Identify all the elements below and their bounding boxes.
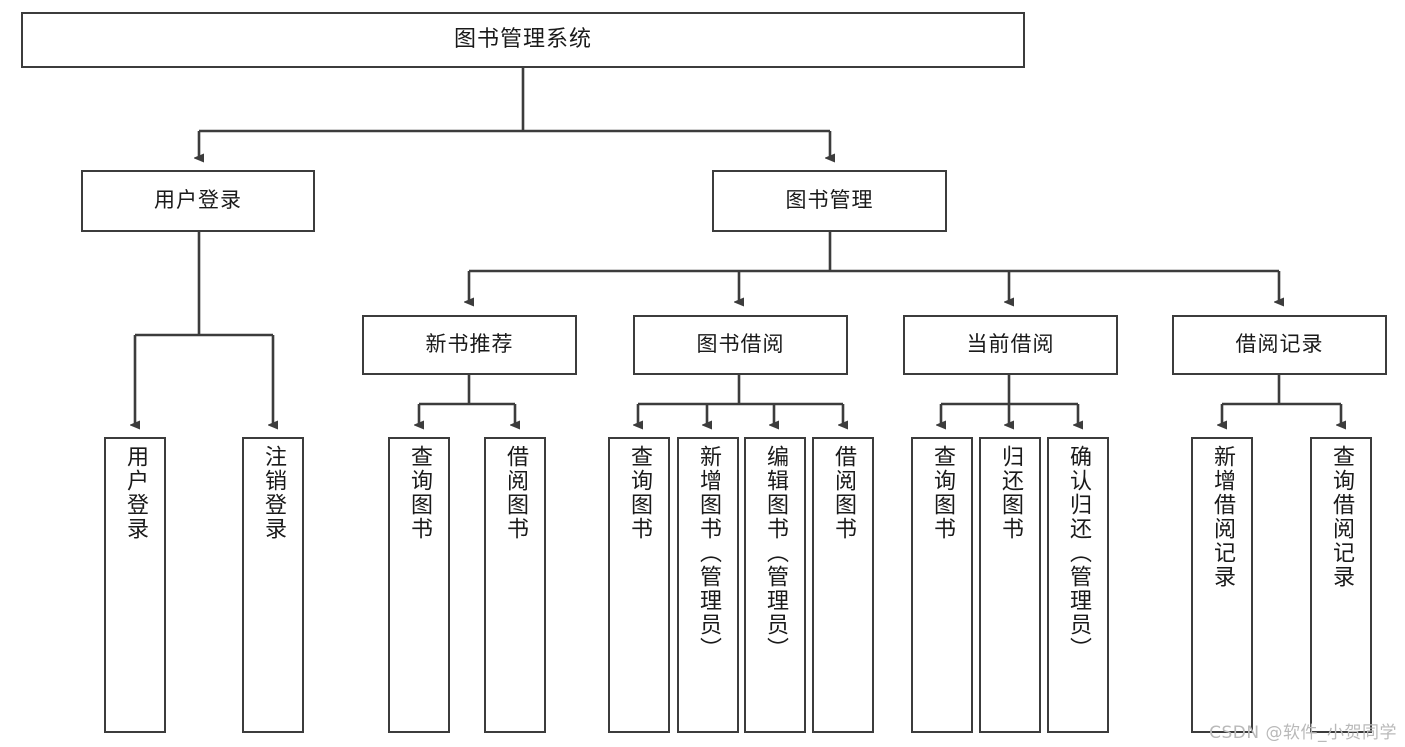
node-label: 新增图书（管理员） bbox=[695, 445, 721, 661]
node-label: 借阅图书 bbox=[830, 445, 856, 541]
node-label: 图书管理系统 bbox=[453, 26, 592, 52]
leaf-new-book-query-book[interactable]: 查询图书 bbox=[388, 437, 450, 733]
node-current-borrow[interactable]: 当前借阅 bbox=[903, 315, 1118, 375]
node-user-login[interactable]: 用户登录 bbox=[81, 170, 315, 232]
node-borrow-record[interactable]: 借阅记录 bbox=[1172, 315, 1387, 375]
node-label: 用户登录 bbox=[154, 188, 242, 213]
node-book-borrow[interactable]: 图书借阅 bbox=[633, 315, 848, 375]
node-label: 借阅图书 bbox=[502, 445, 528, 541]
leaf-book-borrow-query-book[interactable]: 查询图书 bbox=[608, 437, 670, 733]
leaf-user-login-login[interactable]: 用户登录 bbox=[104, 437, 166, 733]
node-label: 确认归还（管理员） bbox=[1065, 445, 1091, 661]
leaf-borrow-record-add-record[interactable]: 新增借阅记录 bbox=[1191, 437, 1253, 733]
leaf-borrow-record-query-record[interactable]: 查询借阅记录 bbox=[1310, 437, 1372, 733]
node-label: 图书管理 bbox=[785, 188, 874, 213]
node-label: 注销登录 bbox=[260, 445, 286, 541]
leaf-current-borrow-confirm-return-admin[interactable]: 确认归还（管理员） bbox=[1047, 437, 1109, 733]
node-label: 新增借阅记录 bbox=[1209, 445, 1235, 589]
node-label: 查询图书 bbox=[929, 445, 955, 541]
node-label: 查询借阅记录 bbox=[1328, 445, 1354, 589]
leaf-book-borrow-add-book-admin[interactable]: 新增图书（管理员） bbox=[677, 437, 739, 733]
leaf-current-borrow-return-book[interactable]: 归还图书 bbox=[979, 437, 1041, 733]
node-book-management[interactable]: 图书管理 bbox=[712, 170, 947, 232]
leaf-new-book-borrow-book[interactable]: 借阅图书 bbox=[484, 437, 546, 733]
leaf-current-borrow-query-book[interactable]: 查询图书 bbox=[911, 437, 973, 733]
leaf-user-login-logout[interactable]: 注销登录 bbox=[242, 437, 304, 733]
csdn-watermark: CSDN @软件_小贺同学 bbox=[1209, 723, 1397, 743]
node-label: 查询图书 bbox=[626, 445, 652, 541]
node-label: 当前借阅 bbox=[966, 332, 1055, 357]
node-label: 借阅记录 bbox=[1235, 332, 1324, 357]
leaf-book-borrow-edit-book-admin[interactable]: 编辑图书（管理员） bbox=[744, 437, 806, 733]
node-root-book-management-system[interactable]: 图书管理系统 bbox=[21, 12, 1025, 68]
node-label: 查询图书 bbox=[406, 445, 432, 541]
node-label: 用户登录 bbox=[122, 445, 148, 541]
node-label: 图书借阅 bbox=[696, 332, 785, 357]
node-new-book-recommend[interactable]: 新书推荐 bbox=[362, 315, 577, 375]
leaf-book-borrow-borrow-book[interactable]: 借阅图书 bbox=[812, 437, 874, 733]
node-label: 归还图书 bbox=[997, 445, 1023, 541]
node-label: 编辑图书（管理员） bbox=[762, 445, 788, 661]
node-label: 新书推荐 bbox=[425, 332, 514, 357]
